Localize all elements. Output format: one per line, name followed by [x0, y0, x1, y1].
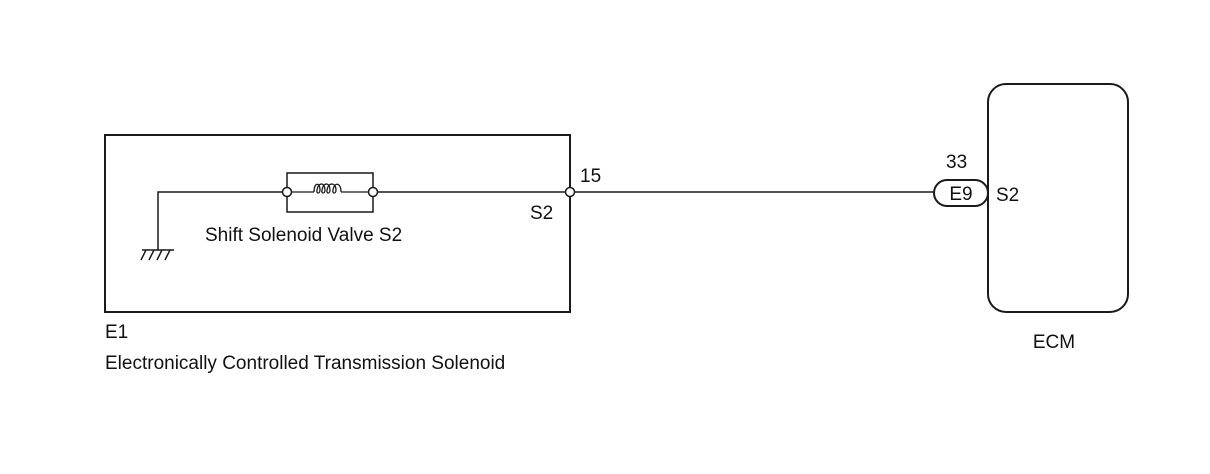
component-terminal-label: S2 — [530, 203, 553, 224]
valve-label: Shift Solenoid Valve S2 — [205, 225, 402, 246]
connector-e9-oval — [933, 179, 989, 207]
terminal-dot-icon — [564, 186, 576, 198]
ecm-pin-number: 33 — [946, 152, 967, 173]
component-pin-number: 15 — [580, 166, 601, 187]
terminal-dot-icon — [281, 186, 293, 198]
solenoid-coil-icon — [291, 183, 369, 194]
ground-symbol-icon — [140, 249, 174, 261]
component-name: Electronically Controlled Transmission S… — [105, 353, 505, 374]
component-e1-box — [104, 134, 571, 313]
ecm-label: ECM — [1033, 332, 1075, 353]
ground-wire — [157, 191, 287, 250]
connector-code: E9 — [949, 184, 972, 205]
terminal-dot-icon — [367, 186, 379, 198]
component-code: E1 — [105, 322, 128, 343]
ecm-terminal-label: S2 — [996, 185, 1019, 206]
